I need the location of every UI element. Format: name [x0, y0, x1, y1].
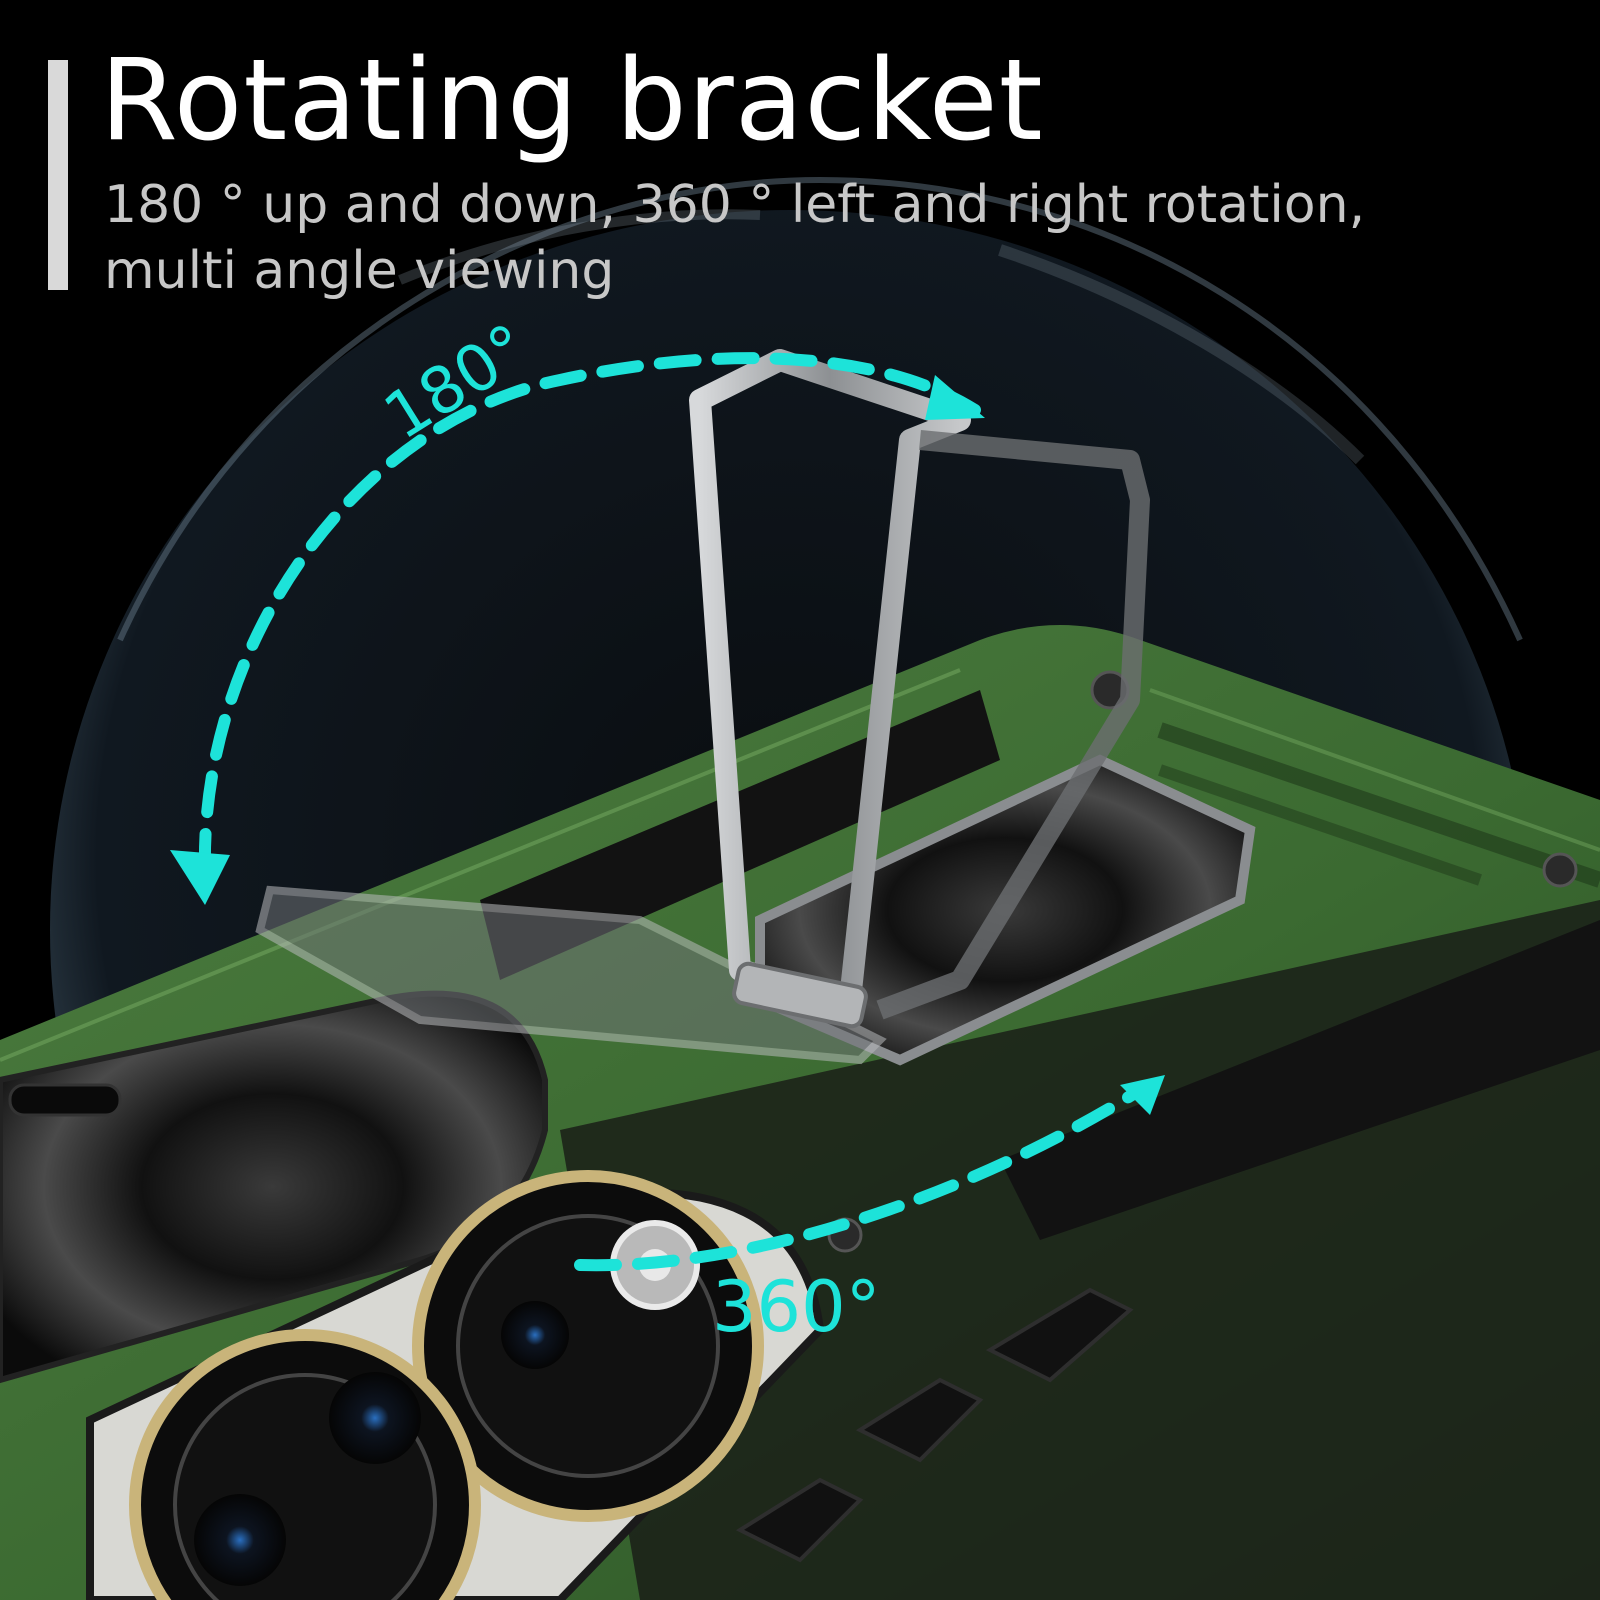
rotation-arrow-360	[574, 1084, 1146, 1272]
arrow-head-bottom	[170, 850, 230, 905]
accent-bar	[48, 60, 68, 290]
headline: Rotating bracket	[100, 36, 1044, 166]
subtitle-line-2: multi angle viewing	[104, 241, 615, 301]
label-360-degrees: 360°	[712, 1266, 881, 1348]
kickstand-bracket	[689, 349, 1150, 1029]
subtitle-line-1: 180 ° up and down, 360 ° left and right …	[104, 175, 1366, 235]
bracket-folded-ghost	[255, 885, 887, 1065]
arrow-head-top	[925, 375, 985, 420]
camera-module	[86, 1170, 825, 1600]
rotation-arrow-180	[198, 352, 981, 876]
subtitle: 180 ° up and down, 360 ° left and right …	[104, 172, 1544, 304]
arrow-head-right	[1120, 1075, 1165, 1115]
